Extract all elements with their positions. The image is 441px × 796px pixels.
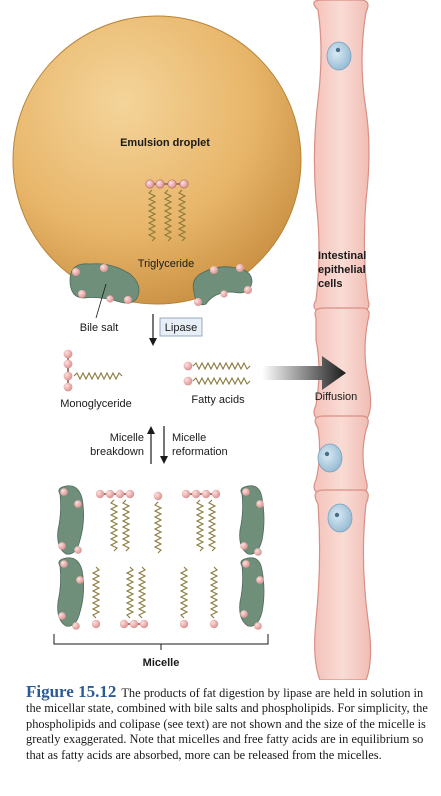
micelle-structure [57,485,265,630]
epithelial-cell-1 [313,0,370,313]
cell-nucleolus [334,512,340,518]
diffusion-label: Diffusion [315,391,358,403]
cell-nucleus [326,41,352,71]
epithelial-cells-label-1: Intestinal [318,250,366,262]
monoglyceride-label: Monoglyceride [60,398,132,410]
cell-nucleus [327,503,353,533]
emulsion-droplet [12,15,302,305]
fatty-acids-molecules [183,361,251,386]
cell-nucleolus [324,451,330,457]
diffusion-arrow [262,356,346,390]
intestinal-epithelial-cells [313,0,372,681]
bile-salt-left [69,263,140,304]
breakdown-arrowhead [147,426,155,434]
micelle-breakdown-label-1: Micelle [110,432,144,444]
epithelial-cell-4 [314,489,372,681]
fatty-acids-label: Fatty acids [191,394,245,406]
bile-salt-label: Bile salt [80,322,119,334]
triglyceride-label: Triglyceride [138,258,194,270]
cell-nucleus [317,443,343,473]
figure-label: Figure 15.12 [26,682,117,701]
fat-digestion-diagram: Intestinal epithelial cells Emulsion dro… [12,0,372,681]
micelle-bracket [53,634,269,645]
epithelial-cells-label-2: epithelial [318,264,366,276]
micelle-reformation-label-2: reformation [172,446,228,458]
epithelial-cells-label-3: cells [318,278,342,290]
cell-nucleolus [335,47,341,53]
bile-salt-right [192,264,253,306]
lipase-box [159,317,203,337]
lipase-arrowhead [149,338,157,346]
emulsion-droplet-label: Emulsion droplet [120,137,210,149]
reformation-arrowhead [160,456,168,464]
micelle-breakdown-label-2: breakdown [90,446,144,458]
micelle-label: Micelle [143,657,180,669]
caption-text: The products of fat digestion by lipase … [26,686,428,762]
epithelial-cell-2 [313,307,372,421]
triglyceride-molecule [145,179,189,242]
bile-salt-pointer [95,283,107,319]
lipase-label: Lipase [165,322,197,334]
monoglyceride-molecule [63,349,123,392]
micelle-reformation-label-1: Micelle [172,432,206,444]
